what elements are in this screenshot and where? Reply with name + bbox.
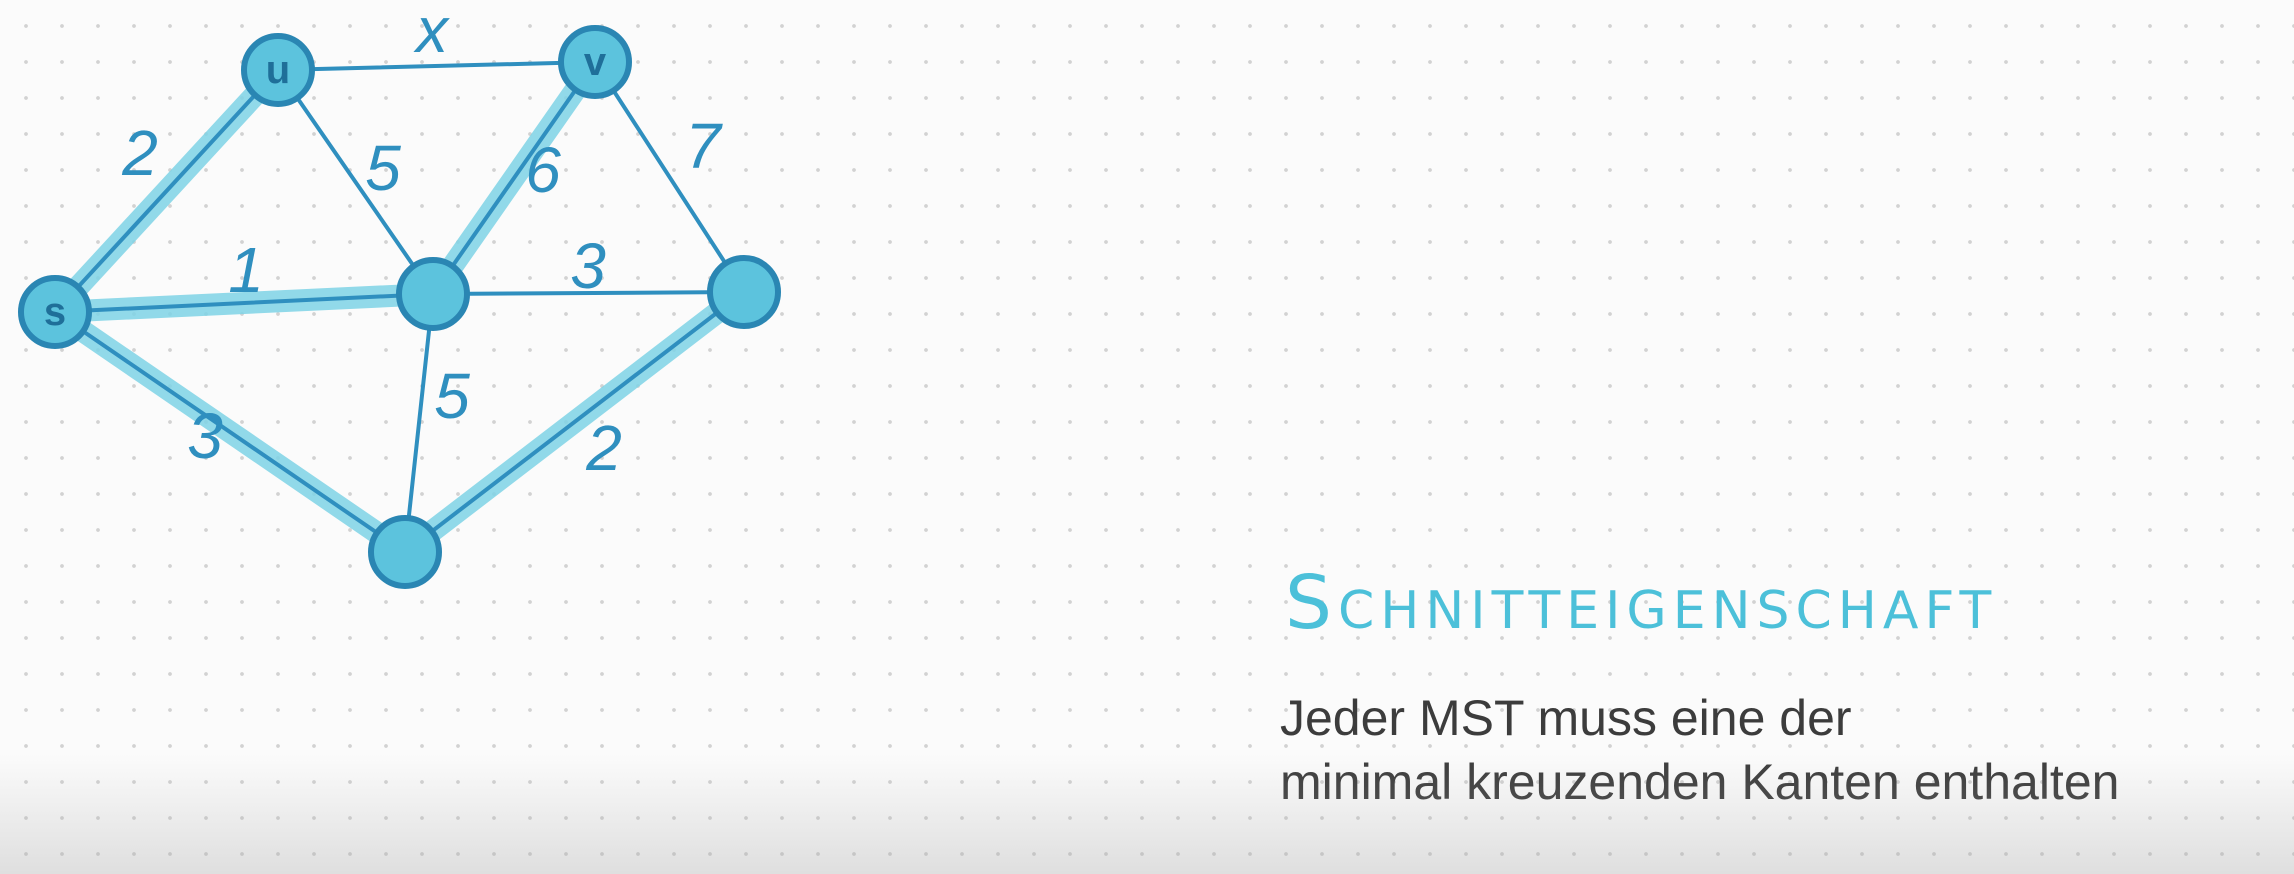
caption-line-2: minimal kreuzenden Kanten enthalten: [1280, 754, 2120, 810]
node-u: u: [241, 33, 315, 107]
node-label-u: u: [266, 48, 290, 92]
node-circle-u: [241, 33, 315, 107]
edge-r-b: [403, 290, 746, 554]
edge-v-r: [593, 60, 746, 294]
edge-weight-u-c: 5: [365, 132, 401, 204]
edge-u-v: [276, 60, 597, 72]
node-r: [707, 255, 781, 329]
edge-s-u: [53, 68, 280, 314]
node-layer: u v s: [18, 25, 781, 589]
edge-weight-v-r: 7: [685, 110, 723, 182]
caption-title: Schnitteigenschaft: [1285, 560, 1998, 646]
edge-weight-u-v: x: [413, 0, 450, 66]
node-b: [368, 515, 442, 589]
node-label-s: s: [44, 290, 66, 334]
edge-s-c: [53, 292, 435, 314]
edge-v-c: [431, 60, 597, 296]
node-circle-s: [18, 275, 92, 349]
node-s: s: [18, 275, 92, 349]
edge-weight-s-b: 3: [187, 400, 223, 472]
edge-c-r: [431, 290, 746, 296]
edge-u-c: [276, 68, 435, 296]
edge-weight-c-r: 3: [570, 230, 606, 302]
caption-text: Jeder MST muss eine der minimal kreuzend…: [1280, 686, 2260, 814]
node-label-v: v: [584, 40, 607, 84]
node-circle-b: [368, 515, 442, 589]
edge-weight-s-c: 1: [228, 234, 264, 306]
node-circle-c: [396, 257, 470, 331]
edge-s-b: [53, 310, 407, 554]
edge-weight-c-b: 5: [434, 360, 470, 432]
edge-weight-r-b: 2: [585, 412, 622, 484]
node-v: v: [558, 25, 632, 99]
node-circle-v: [558, 25, 632, 99]
edge-c-b: [403, 292, 435, 554]
node-c: [396, 257, 470, 331]
node-circle-r: [707, 255, 781, 329]
edge-weight-v-c: 6: [525, 134, 561, 206]
edge-layer: [53, 60, 746, 554]
edge-weight-s-u: 2: [121, 117, 158, 189]
caption-line-1: Jeder MST muss eine der: [1280, 690, 1852, 746]
edge-weight-layer: x 2 5 6 7 1 3 3 5 2: [121, 0, 723, 484]
